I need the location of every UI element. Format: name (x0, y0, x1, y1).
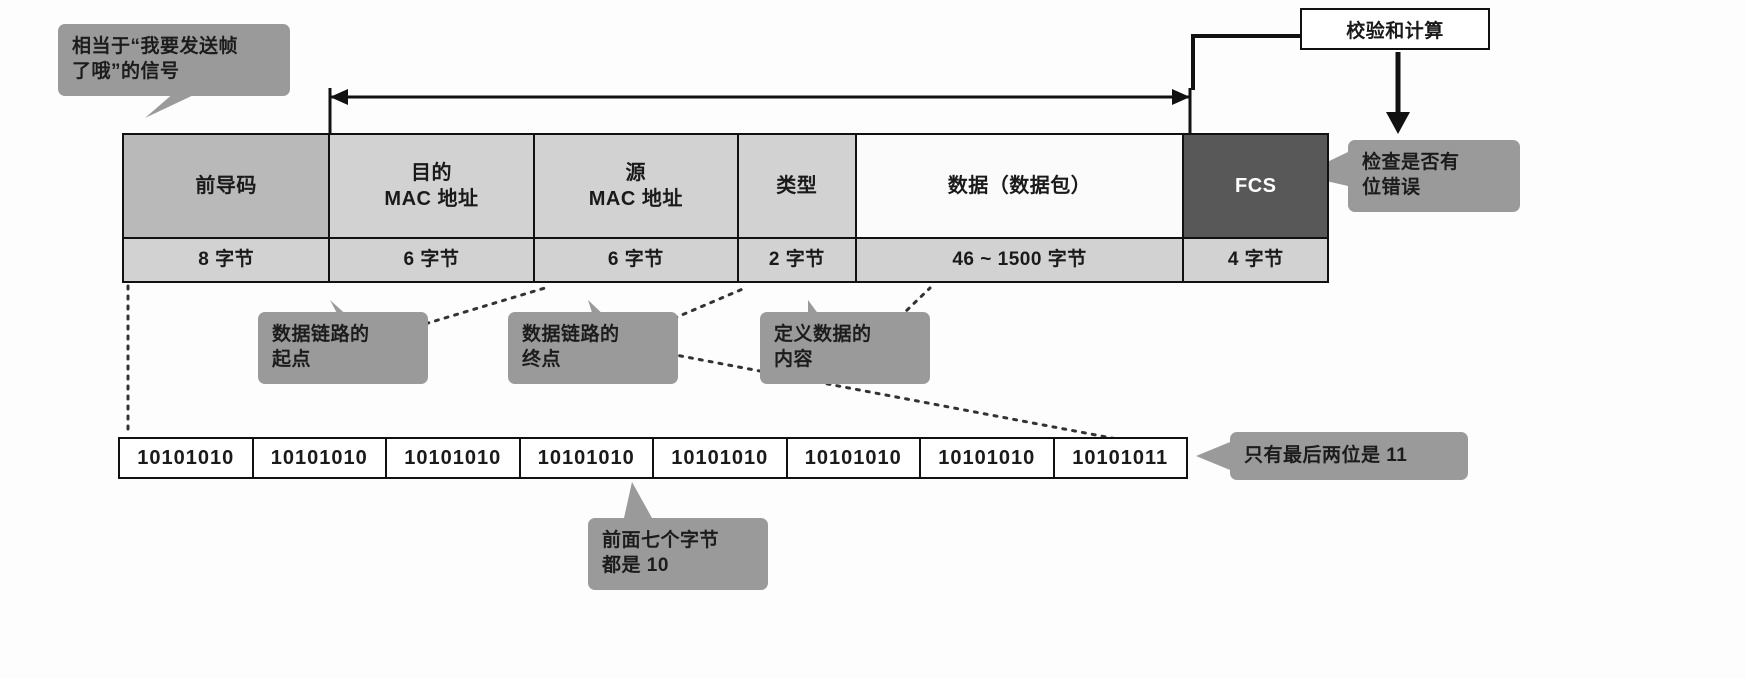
frame-size-type: 2 字节 (738, 239, 857, 281)
callout-link-start-text: 数据链路的 起点 (272, 324, 370, 371)
frame-size-fcs-text: 4 字节 (1227, 248, 1284, 270)
preamble-byte: 10101010 (787, 439, 921, 477)
tail-last-two (1196, 442, 1230, 470)
frame-size-src-mac: 6 字节 (534, 239, 739, 281)
callout-last-two-bits-text: 只有最后两位是 11 (1244, 445, 1408, 467)
frame-cell-data-label: 数据（数据包） (947, 175, 1092, 197)
callout-link-start: 数据链路的 起点 (258, 312, 428, 384)
frame-cell-src-mac-label: 源 MAC 地址 (589, 160, 683, 212)
src-mac-line2: MAC 地址 (588, 188, 683, 210)
frame-cell-fcs: FCS (1184, 135, 1327, 237)
frame-size-src-mac-text: 6 字节 (607, 248, 664, 270)
callout-last-two-bits: 只有最后两位是 11 (1230, 432, 1468, 480)
preamble-byte: 10101010 (120, 439, 254, 477)
preamble-byte: 10101010 (921, 439, 1055, 477)
frame-size-data-text: 46 ~ 1500 字节 (952, 248, 1087, 270)
frame-cell-type: 类型 (738, 135, 857, 237)
callout-signal: 相当于“我要发送帧 了哦”的信号 (58, 24, 290, 96)
callout-link-end: 数据链路的 终点 (508, 312, 678, 384)
frame-size-dest-mac-text: 6 字节 (403, 248, 460, 270)
preamble-binary-strip: 10101010 10101010 10101010 10101010 1010… (118, 437, 1188, 479)
frame-size-fcs: 4 字节 (1184, 239, 1327, 281)
preamble-byte: 10101011 (1054, 439, 1186, 477)
frame-cell-src-mac: 源 MAC 地址 (534, 135, 739, 237)
callout-link-end-text: 数据链路的 终点 (522, 324, 620, 371)
preamble-byte: 10101010 (520, 439, 654, 477)
callout-bit-error-check-text: 检查是否有 位错误 (1362, 152, 1460, 199)
frame-size-dest-mac: 6 字节 (330, 239, 535, 281)
frame-cell-type-label: 类型 (776, 175, 818, 197)
frame-cell-data: 数据（数据包） (856, 135, 1185, 237)
frame-size-data: 46 ~ 1500 字节 (856, 239, 1185, 281)
label-checksum-calc: 校验和计算 (1300, 8, 1490, 50)
frame-cell-preamble-label: 前导码 (195, 175, 257, 197)
frame-cell-dest-mac-label: 目的 MAC 地址 (384, 160, 478, 212)
callout-bit-error-check: 检查是否有 位错误 (1348, 140, 1520, 212)
frame-size-row: 8 字节 6 字节 6 字节 2 字节 46 ~ 1500 字节 4 字节 (124, 237, 1327, 281)
callout-define-data: 定义数据的 内容 (760, 312, 930, 384)
callout-first-seven-bytes-text: 前面七个字节 都是 10 (602, 530, 720, 577)
frame-size-preamble: 8 字节 (124, 239, 331, 281)
preamble-byte: 10101010 (387, 439, 521, 477)
src-mac-line1: 源 (625, 162, 647, 184)
frame-cell-dest-mac: 目的 MAC 地址 (330, 135, 535, 237)
frame-field-row: 前导码 目的 MAC 地址 源 MAC 地址 类型 数据（数据包） (124, 135, 1327, 237)
label-checksum-calc-text: 校验和计算 (1346, 21, 1444, 42)
preamble-byte: 10101010 (253, 439, 387, 477)
dest-mac-line2: MAC 地址 (384, 188, 479, 210)
frame-cell-fcs-label: FCS (1234, 175, 1277, 197)
preamble-byte: 10101010 (654, 439, 788, 477)
callout-define-data-text: 定义数据的 内容 (774, 324, 872, 371)
tail-first-seven (624, 482, 652, 518)
callout-first-seven-bytes: 前面七个字节 都是 10 (588, 518, 768, 590)
ethernet-frame-table: 前导码 目的 MAC 地址 源 MAC 地址 类型 数据（数据包） (122, 133, 1329, 283)
dest-mac-line1: 目的 (410, 162, 452, 184)
frame-size-type-text: 2 字节 (768, 248, 825, 270)
callout-signal-text: 相当于“我要发送帧 了哦”的信号 (72, 36, 239, 83)
frame-size-preamble-text: 8 字节 (198, 248, 255, 270)
frame-cell-preamble: 前导码 (124, 135, 331, 237)
